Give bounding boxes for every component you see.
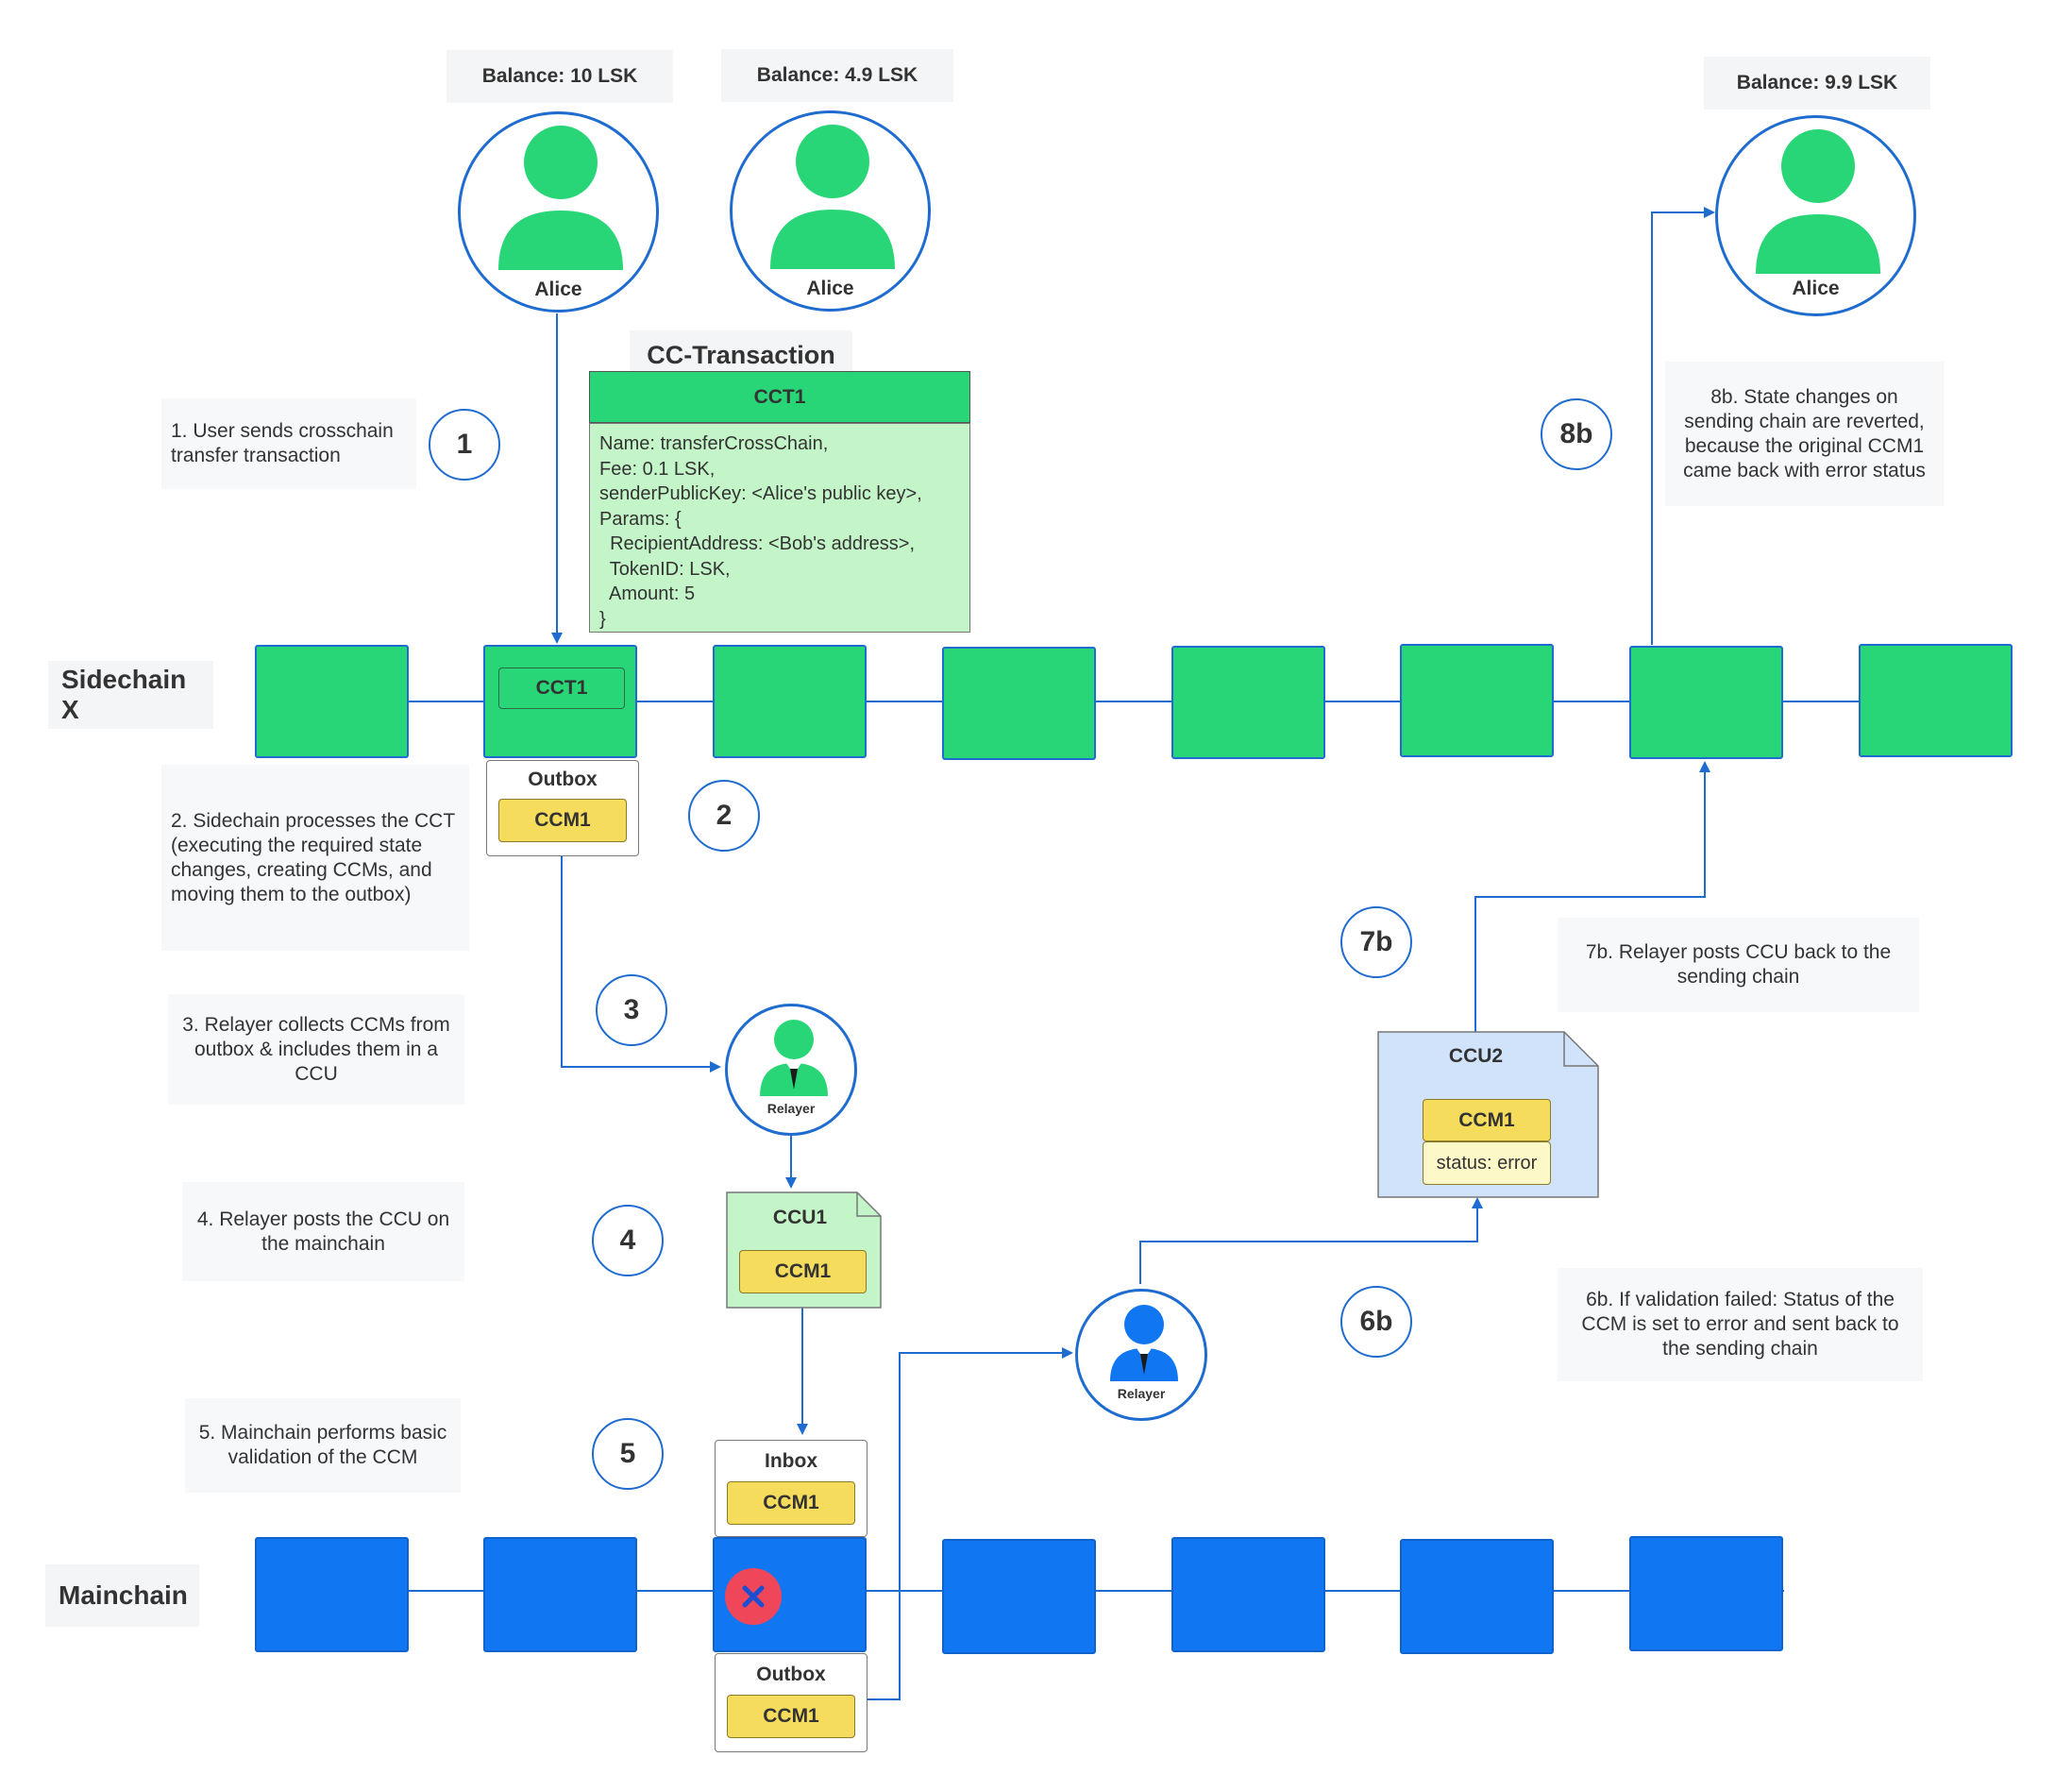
- step-5-marker: 5: [592, 1418, 664, 1490]
- ccm1-message: CCM1: [727, 1481, 855, 1525]
- step-4-note: 4. Relayer posts the CCU on the mainchai…: [182, 1182, 464, 1281]
- mainchain-block: [255, 1537, 409, 1652]
- ccu2-title: CCU2: [1448, 1045, 1504, 1067]
- arrow-relayer-to-ccu2: [1139, 1197, 1483, 1284]
- relayer-name: Relayer: [766, 1101, 816, 1116]
- arrow-ccu2-to-sidechain: [1474, 761, 1710, 1032]
- mainchain-block: [1400, 1539, 1554, 1654]
- sidechain-block: [942, 647, 1096, 760]
- mainchain-label: Mainchain: [45, 1564, 199, 1627]
- step-7b-note: 7b. Relayer posts CCU back to the sendin…: [1558, 918, 1919, 1012]
- ccm1-message: CCM1: [1423, 1099, 1551, 1141]
- user-name: Alice: [806, 278, 854, 299]
- user-icon: [1756, 129, 1880, 274]
- step-3-marker: 3: [596, 974, 667, 1046]
- relayer-name: Relayer: [1117, 1386, 1166, 1401]
- sidechain-block: [1629, 646, 1783, 759]
- user-name: Alice: [534, 279, 582, 300]
- ccm1-message: CCM1: [498, 799, 627, 842]
- sidechain-outbox: Outbox CCM1: [486, 760, 639, 856]
- mainchain-block: [1629, 1536, 1783, 1651]
- balance-label: Balance: 9.9 LSK: [1704, 57, 1930, 110]
- step-8b-note: 8b. State changes on sending chain are r…: [1665, 362, 1944, 506]
- arrow-block-to-alice: [1651, 207, 1715, 645]
- mainchain-outbox: Outbox CCM1: [715, 1653, 868, 1752]
- sidechain-block: [255, 645, 409, 758]
- sidechain-label: Sidechain X: [48, 661, 213, 729]
- inbox-title: Inbox: [765, 1450, 817, 1472]
- balance-label: Balance: 10 LSK: [446, 50, 673, 103]
- mainchain-block: [942, 1539, 1096, 1654]
- balance-label: Balance: 4.9 LSK: [721, 49, 953, 102]
- arrow-outbox-to-relayer: [864, 1347, 1073, 1700]
- relayer-icon: [1110, 1305, 1178, 1381]
- step-6b-marker: 6b: [1340, 1286, 1412, 1358]
- step-1-marker: 1: [429, 409, 500, 481]
- step-7b-marker: 7b: [1340, 906, 1412, 978]
- ccm1-message: CCM1: [739, 1250, 867, 1293]
- step-5-note: 5. Mainchain performs basic validation o…: [185, 1398, 461, 1493]
- ccm1-message: CCM1: [727, 1695, 855, 1738]
- arrow-step-3: [561, 854, 721, 1073]
- cct1-in-block: CCT1: [498, 667, 625, 709]
- user-icon: [498, 126, 623, 270]
- mainchain-block: [483, 1537, 637, 1652]
- step-8b-marker: 8b: [1541, 398, 1612, 470]
- cct1-header: CCT1: [589, 371, 970, 423]
- sidechain-block: [1400, 644, 1554, 757]
- outbox-title: Outbox: [756, 1664, 826, 1685]
- user-icon: [770, 125, 895, 269]
- step-3-note: 3. Relayer collects CCMs from outbox & i…: [168, 994, 464, 1105]
- mainchain-block: [713, 1537, 867, 1652]
- ccm-status-error: status: error: [1423, 1141, 1551, 1185]
- relayer-icon: [760, 1020, 828, 1096]
- step-1-note: 1. User sends crosschain transfer transa…: [161, 398, 416, 489]
- mainchain-inbox: Inbox CCM1: [715, 1440, 868, 1537]
- step-2-marker: 2: [688, 780, 760, 852]
- user-alice: Alice: [1715, 115, 1916, 316]
- outbox-title: Outbox: [528, 769, 598, 790]
- relayer: Relayer: [1075, 1289, 1207, 1421]
- user-name: Alice: [1792, 278, 1840, 299]
- mainchain-block: [1171, 1537, 1325, 1652]
- sidechain-block: [713, 645, 867, 758]
- cct1-details: Name: transferCrossChain, Fee: 0.1 LSK, …: [589, 423, 970, 633]
- step-2-note: 2. Sidechain processes the CCT (executin…: [161, 765, 469, 951]
- sidechain-block: CCT1: [483, 645, 637, 758]
- ccu1-title: CCU1: [772, 1207, 828, 1228]
- error-icon: [725, 1568, 782, 1625]
- user-alice: Alice: [730, 110, 931, 312]
- relayer: Relayer: [725, 1004, 857, 1136]
- step-4-marker: 4: [592, 1205, 664, 1276]
- sidechain-block: [1171, 646, 1325, 759]
- user-alice: Alice: [458, 111, 659, 313]
- step-6b-note: 6b. If validation failed: Status of the …: [1558, 1268, 1923, 1381]
- sidechain-block: [1859, 644, 2013, 757]
